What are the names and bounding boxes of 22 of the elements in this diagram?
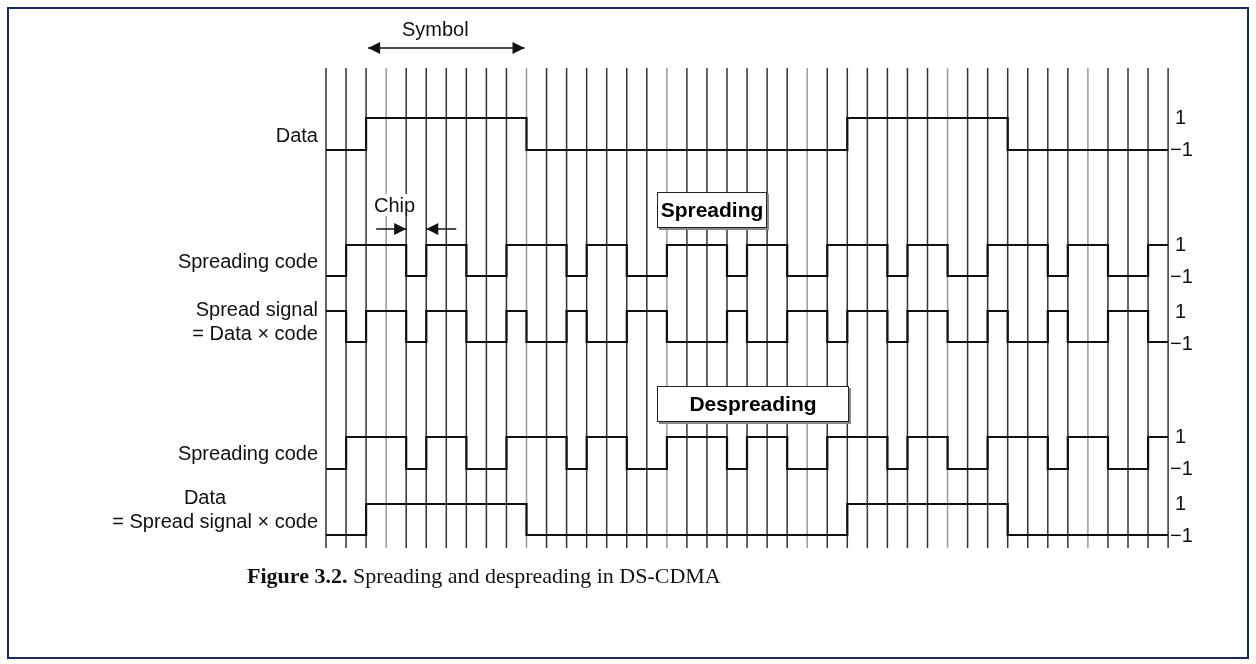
signal-label: = Data × code: [192, 322, 318, 344]
level-label: 1: [1175, 300, 1187, 322]
signal-label: Spreading code: [177, 250, 318, 272]
dimension-label: Symbol: [402, 18, 469, 40]
level-label: 1: [1175, 492, 1187, 514]
level-label: 1: [1175, 106, 1187, 128]
level-label: −1: [1170, 138, 1193, 160]
section-label-box: Despreading: [657, 386, 849, 422]
signal-label: = Spread signal × code: [112, 510, 318, 532]
signal-label: Data: [183, 486, 227, 508]
dimension-label: Chip: [374, 194, 416, 216]
level-label: 1: [1175, 425, 1187, 447]
section-label-box: Spreading: [657, 192, 767, 228]
level-label: −1: [1170, 457, 1193, 479]
level-label: 1: [1175, 233, 1187, 255]
signal-label: Spread signal: [195, 298, 318, 320]
figure-caption: Figure 3.2. Spreading and despreading in DS-CDMA: [247, 563, 721, 589]
level-label: −1: [1170, 524, 1193, 546]
signal-label: Spreading code: [177, 442, 318, 464]
level-label: −1: [1170, 265, 1193, 287]
level-label: −1: [1170, 332, 1193, 354]
signal-label: Data: [275, 124, 318, 146]
